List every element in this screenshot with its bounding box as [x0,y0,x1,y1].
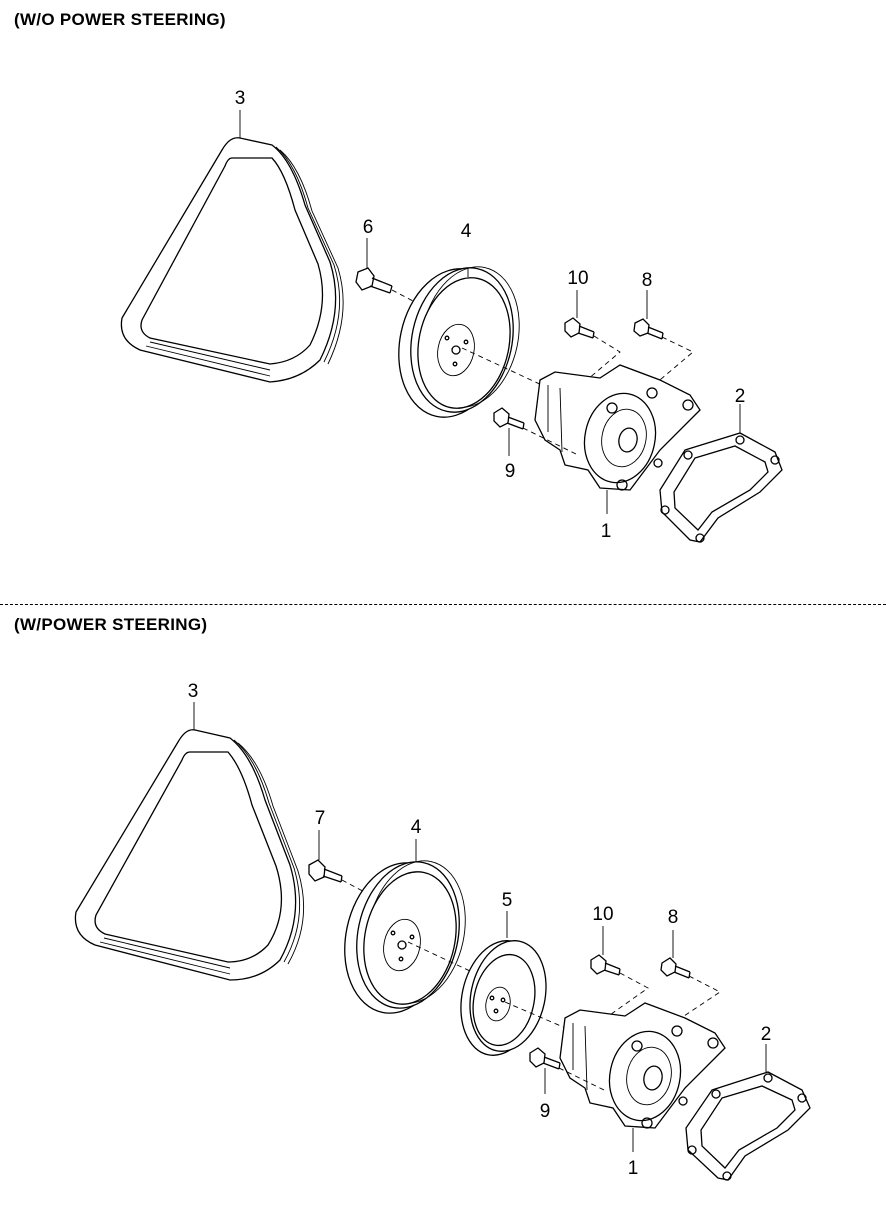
power-steering-pulley [460,911,547,1056]
callout-bolt-upper-left: 10 [592,904,613,925]
water-pump-pulley [344,839,466,1014]
water-pump [559,1002,726,1129]
drive-belt [120,137,344,383]
pump-bolt-upper-right [633,318,694,391]
callout-belt: 3 [188,681,199,702]
pulley-bolt [355,267,456,324]
water-pump-pulley [398,266,520,418]
callout-pump: 1 [601,521,612,542]
diagram-with-power-steering: 3 7 4 5 10 8 2 9 1 [74,681,811,1181]
section-title-with-power-steering: (W/POWER STEERING) [14,615,208,634]
callout-bolt-upper-left: 10 [567,268,588,289]
pump-bolt-upper-left [564,317,621,391]
callout-bolt-lower: 9 [505,461,516,482]
callout-bolt-upper-right: 8 [668,907,679,928]
callout-belt: 3 [235,88,246,109]
water-pump [534,364,701,491]
callout-pump: 1 [628,1158,639,1179]
pump-bolt-lower [493,407,579,456]
drive-belt [74,729,305,981]
callout-power-steering-pulley: 5 [502,890,513,911]
callout-gasket: 2 [735,386,746,407]
diagram-without-power-steering: 3 6 4 10 8 2 9 1 [120,88,783,543]
callout-bolt-lower: 9 [540,1101,551,1122]
callout-pulley: 4 [461,221,472,242]
water-pump-gasket [685,1071,811,1181]
pump-bolt-upper-left [590,954,649,1023]
section-title-without-power-steering: (W/O POWER STEERING) [14,10,226,29]
callout-pulley-bolt: 7 [315,808,326,829]
callout-pulley: 4 [411,817,422,838]
callout-gasket: 2 [761,1024,772,1045]
water-pump-gasket [659,432,783,543]
pump-bolt-lower [529,1047,605,1091]
callout-pulley-bolt: 6 [363,217,374,238]
callout-bolt-upper-right: 8 [642,270,653,291]
section-divider [0,604,886,605]
pump-bolt-upper-right [660,957,721,1025]
